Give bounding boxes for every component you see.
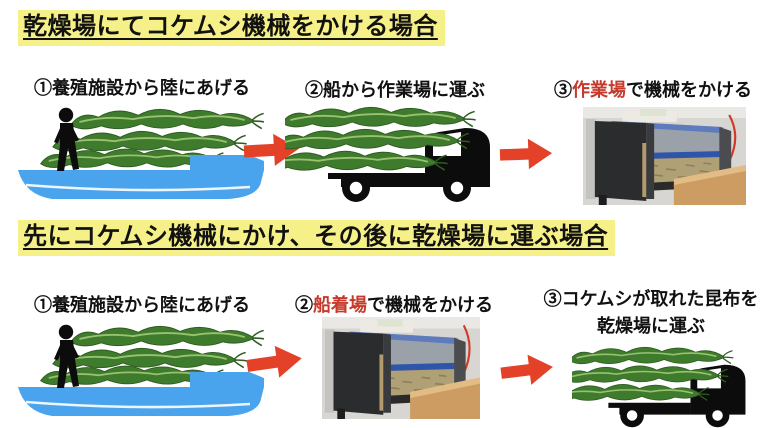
section2-step3-label: ③コケムシが取れた昆布を 乾燥場に運ぶ (531, 286, 768, 340)
section2-title: 先にコケムシ機械にかけ、その後に乾燥場に運ぶ場合 (18, 220, 616, 256)
kelp-machine-photo (583, 107, 746, 205)
section2-step1-label: ①養殖施設から陸にあげる (34, 295, 250, 315)
step-number: ② (295, 295, 313, 315)
right-arrow-icon (244, 339, 307, 385)
section1-title: 乾燥場にてコケムシ機械をかける場合 (18, 10, 445, 46)
right-arrow-icon (498, 349, 557, 391)
step-keyword-red: 船着場 (313, 295, 367, 315)
step-number: ③ (554, 80, 572, 100)
section1-step1-label: ①養殖施設から陸にあげる (34, 78, 250, 98)
section1-step3-label: ③作業場で機械をかける (538, 76, 768, 102)
truck-with-kelp-illustration (285, 99, 493, 205)
step-text-line2: 乾燥場に運ぶ (597, 316, 705, 336)
truck-with-kelp-illustration (572, 340, 748, 428)
kelp-machine-photo (322, 317, 480, 419)
boat-with-kelp-illustration (12, 316, 264, 422)
right-arrow-icon (498, 135, 554, 173)
section1-step2-label: ②船から作業場に運ぶ (305, 80, 485, 100)
boat-with-kelp-illustration (12, 99, 264, 205)
step-text-line1: ③コケムシが取れた昆布を (543, 289, 759, 309)
step-text: で機械をかける (367, 295, 493, 315)
section2-step2-label: ②船着場で機械をかける (278, 291, 510, 317)
step-text: で機械をかける (626, 80, 752, 100)
step-keyword-red: 作業場 (572, 80, 626, 100)
